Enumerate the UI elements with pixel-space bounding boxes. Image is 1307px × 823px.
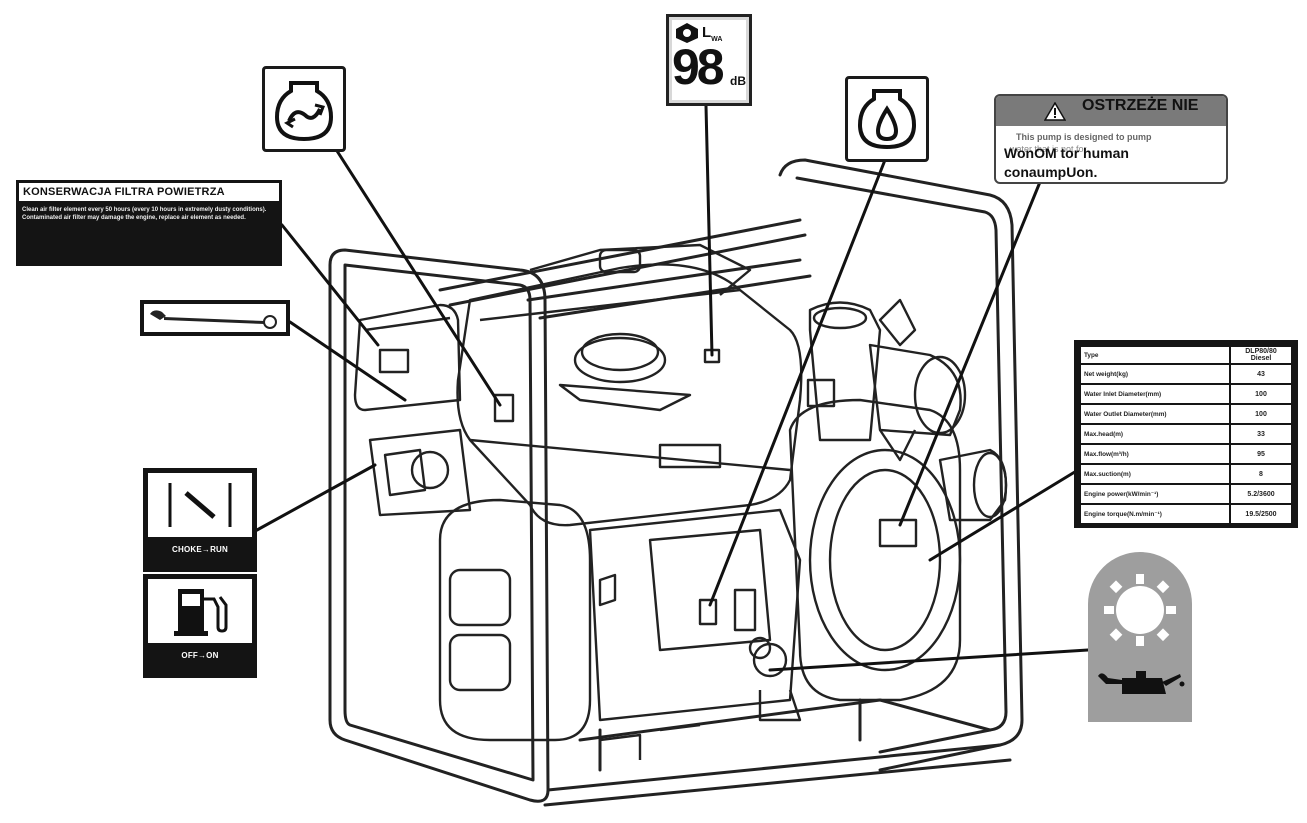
leader-oil-tag [768,648,1090,672]
fuel-caption: OFF→ON [181,651,219,660]
spec-row-name: Net weight(kg) [1079,363,1231,385]
choke-caption: CHOKE→RUN [171,545,229,554]
recoil-starter [438,498,592,742]
warning-faint-line-2: water that is not for [1010,144,1087,154]
leader-choke [255,463,377,532]
spec-row-value: 43 [1229,363,1293,385]
leader-engine-icon [328,138,502,407]
spec-row-name: Engine power(kW/min⁻¹) [1079,483,1231,505]
spec-row-value: 100 [1229,383,1293,405]
oil-can-icon [1098,671,1185,694]
warning-message: WonOM tor human conaumpUon. [1004,145,1129,180]
leader-oil-drop [708,158,887,607]
spec-row: Net weight(kg)43 [1079,363,1293,385]
frame-right-loop [778,158,1024,772]
warning-label: OSTRZEŻE NIE This pump is designed to pu… [994,94,1228,184]
spark-plug-label [140,300,290,336]
leader-warning [898,180,1042,527]
spec-header-row: Type DLP80/80 Diesel [1079,345,1293,365]
frame-top-rail [438,218,807,307]
engine-rotation-icon [274,81,334,142]
spec-row-value: 95 [1229,443,1293,465]
noise-icon [676,23,698,43]
spec-row-name: Max.suction(m) [1079,463,1231,485]
choke-icon [168,483,232,527]
noise-level-label: LWA 98 dB [666,14,752,106]
spec-row: Water Outlet Diameter(mm)100 [1079,403,1293,425]
spec-row-name: Max.flow(m³/h) [1079,443,1231,465]
frame-base-rail [543,743,1012,807]
pump-housing [788,398,962,702]
spec-row-value: 5.2/3600 [1229,483,1293,505]
air-cleaner [353,303,462,412]
oil-drop-label [845,76,929,162]
fuel-cap [573,336,667,384]
noise-value: 98 [672,39,725,95]
leader-noise [704,104,714,357]
spec-row-name: Engine torque(N.m/min⁻¹) [1079,503,1231,525]
oil-drop-icon [857,89,917,150]
spec-header-name: Type [1079,345,1231,365]
choke-label: CHOKE→RUN [143,468,257,572]
leader-plug [288,320,407,402]
leader-spec [928,468,1080,562]
fuel-pump-icon [174,589,228,636]
spec-row-value: 100 [1229,403,1293,425]
spec-row-name: Max.head(m) [1079,423,1231,445]
spec-row-name: Water Inlet Diameter(mm) [1079,383,1231,405]
spec-row: Water Inlet Diameter(mm)100 [1079,383,1293,405]
spec-row: Engine torque(N.m/min⁻¹)19.5/2500 [1079,503,1293,525]
sun-gear-icon [1098,574,1185,694]
warning-title: OSTRZEŻE NIE [1082,97,1199,114]
spec-row: Max.flow(m³/h)95 [1079,443,1293,465]
air-filter-label: KONSERWACJA FILTRA POWIETRZA Clean air f… [16,180,282,266]
noise-unit: dB [730,74,746,88]
air-filter-body: Clean air filter element every 50 hours … [22,207,267,221]
spec-row-value: 33 [1229,423,1293,445]
spec-row: Engine power(kW/min⁻¹)5.2/3600 [1079,483,1293,505]
fuel-label: OFF→ON [143,574,257,678]
warning-faint-line-1: This pump is designed to pump [1016,132,1152,142]
spec-row-name: Water Outlet Diameter(mm) [1079,403,1231,425]
oil-level-tag [1088,552,1192,722]
spec-row-value: 8 [1229,463,1293,485]
noise-lwa: LWA [702,24,723,43]
spec-row-value: 19.5/2500 [1229,503,1293,525]
spark-plug-icon [140,300,290,336]
leader-air-filter [280,223,380,347]
engine-rotation-label [262,66,346,152]
spec-header-value: DLP80/80 Diesel [1229,345,1293,365]
spec-row: Max.head(m)33 [1079,423,1293,445]
air-filter-title: KONSERWACJA FILTRA POWIETRZA [19,183,279,201]
frame-left-loop [328,248,550,803]
warning-triangle-icon [1044,102,1066,121]
spec-row: Max.suction(m)8 [1079,463,1293,485]
